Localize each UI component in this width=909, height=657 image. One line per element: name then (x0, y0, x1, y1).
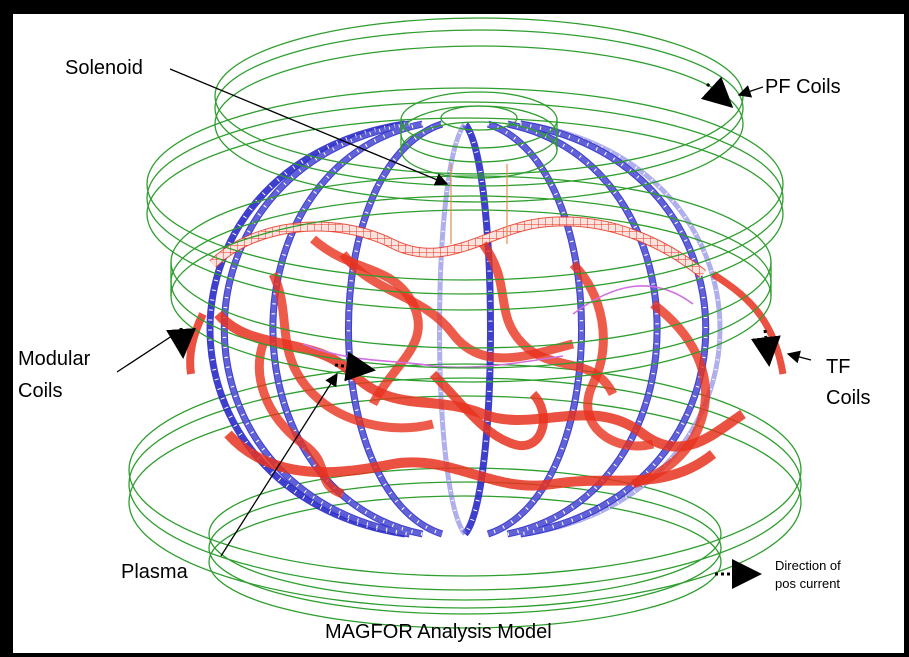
caption: MAGFOR Analysis Model (325, 621, 552, 643)
label-modular-coils-line1: Modular (18, 348, 91, 370)
tf-coil-loop (462, 121, 494, 537)
pf-coil-middle (170, 175, 772, 383)
tf-coil-loop (206, 120, 406, 538)
label-modular-coils-line2: Coils (18, 380, 63, 402)
current-direction-arrows (166, 76, 781, 589)
diagram-canvas: Solenoid PF Coils Modular Coils TF Coils… (13, 14, 904, 653)
label-plasma: Plasma (121, 561, 188, 583)
tf-coil-loop (524, 121, 723, 537)
label-tf-coils-line1: TF (826, 356, 851, 378)
tf-coil-loop (487, 121, 584, 537)
legend-text-line1: Direction of (775, 558, 841, 573)
label-solenoid: Solenoid (65, 57, 143, 79)
tf-coils (206, 120, 723, 538)
label-tf-coils-line2: Coils (826, 387, 871, 409)
tf-coil-loop (520, 121, 709, 537)
magfor-model-drawing (116, 17, 812, 629)
tf-coil-loop (346, 121, 443, 537)
pf-coil-top (214, 17, 744, 203)
pf-coil-upper-outer (146, 87, 784, 311)
tf-coil-loop (437, 122, 468, 536)
tf-coil-segments (271, 122, 423, 536)
pf-coil-bottom (128, 363, 802, 629)
legend-text-line2: pos current (775, 576, 841, 591)
solenoid-drawing (400, 91, 558, 244)
tf-coil-segments (507, 122, 659, 536)
label-pf-coils: PF Coils (765, 76, 841, 98)
